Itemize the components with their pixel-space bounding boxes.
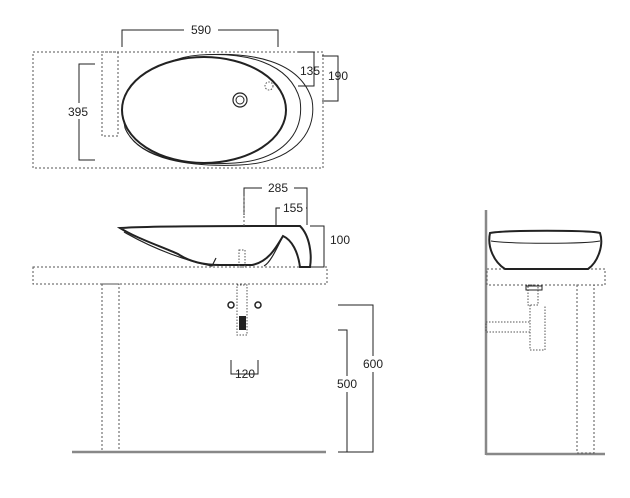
dim-label-100: 100 (330, 233, 350, 247)
side-trap-nut (525, 285, 543, 291)
overflow-hole-icon (264, 81, 274, 91)
dim-label-590: 590 (191, 23, 211, 37)
front-leg (101, 283, 120, 453)
drain-outer-icon (232, 92, 248, 108)
side-basin-rim-line (490, 240, 601, 244)
side-worktop (486, 268, 606, 286)
side-trap (529, 305, 546, 351)
front-view: 285 155 100 120 500 600 (32, 180, 384, 454)
side-view (484, 210, 606, 456)
dim-label-500: 500 (337, 377, 357, 391)
trap-body-icon (239, 316, 246, 330)
basin-pedestal-edge (263, 235, 284, 267)
side-waste-pipe (527, 284, 539, 306)
dim-line-100 (310, 225, 325, 268)
dim-label-190: 190 (328, 69, 348, 83)
dim-line-600 (338, 304, 374, 453)
plan-wall-strip (101, 51, 119, 137)
drain-inner-icon (235, 95, 245, 105)
dim-label-600: 600 (363, 357, 383, 371)
basin-drain-tail (238, 249, 246, 268)
dim-line-190 (322, 55, 339, 102)
basin-lip-line (123, 231, 217, 267)
fixing-left-icon (227, 301, 235, 309)
plan-view: 590 395 135 190 (32, 21, 348, 169)
dim-label-120: 120 (235, 367, 255, 381)
dim-line-120 (230, 360, 259, 375)
basin-bowl-rim (121, 56, 287, 164)
side-outlet-pipe (485, 321, 531, 333)
basin-body (116, 225, 312, 268)
side-basin (488, 229, 603, 270)
dim-label-395: 395 (68, 105, 88, 119)
side-leg (576, 284, 595, 454)
plan-worktop-outline (32, 51, 324, 169)
fixing-right-icon (254, 301, 262, 309)
dim-label-135: 135 (300, 64, 320, 78)
dim-label-155: 155 (283, 201, 303, 215)
dim-label-285: 285 (268, 181, 288, 195)
dim-line-135 (298, 51, 315, 87)
front-worktop (32, 266, 328, 285)
